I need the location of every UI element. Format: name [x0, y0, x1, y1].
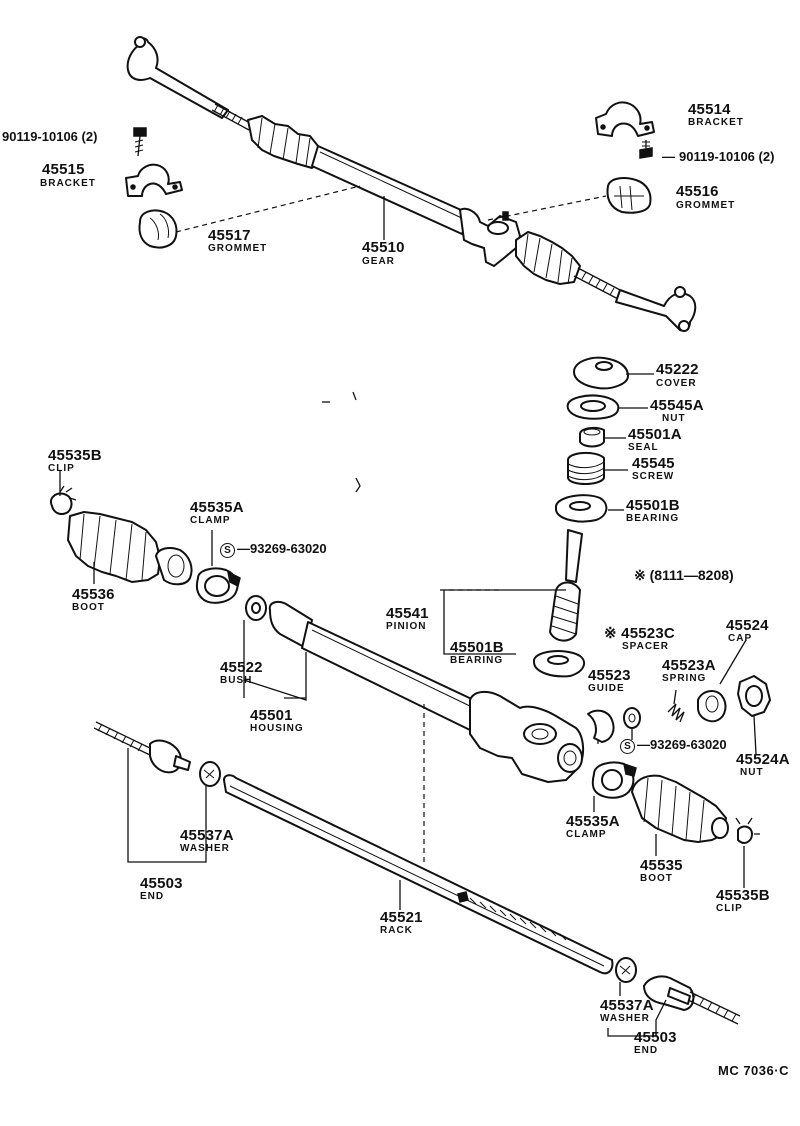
- grommet-left-drawing: [138, 209, 178, 249]
- seal-kit-1-number: 93269-63020: [250, 541, 327, 556]
- washer-left-name: WASHER: [180, 843, 230, 854]
- boot-left-number: 45536: [72, 586, 115, 603]
- spacer-mark: ※: [604, 625, 617, 642]
- grommet-left-name: GROMMET: [208, 243, 268, 254]
- housing-number: 45501: [250, 707, 293, 724]
- bracket-left-name: BRACKET: [40, 178, 96, 189]
- seal-name: SEAL: [628, 442, 659, 453]
- grommet-right-number: 45516: [676, 183, 719, 200]
- bracket-right-drawing: [595, 101, 655, 137]
- cap-name: CAP: [728, 633, 753, 644]
- bolt-left-drawing: [133, 127, 147, 157]
- pinion-name: PINION: [386, 621, 427, 632]
- bearing-upper-number: 45501B: [626, 497, 680, 514]
- date-note: ※ (8111—8208): [634, 567, 734, 583]
- nut-cap-name: NUT: [740, 767, 764, 778]
- bearing-lower-name: BEARING: [450, 655, 504, 666]
- rack-number: 45521: [380, 909, 423, 926]
- nut-pinion-number: 45545A: [650, 397, 704, 414]
- clip-left-name: CLIP: [48, 463, 75, 474]
- end-right-number: 45503: [634, 1029, 677, 1046]
- washer-left-number: 45537A: [180, 827, 234, 844]
- bolt-left-label: 90119-10106 (2): [2, 129, 98, 144]
- boot-right-name: BOOT: [640, 873, 673, 884]
- clip-right-name: CLIP: [716, 903, 743, 914]
- rack-drawing: [223, 774, 614, 975]
- clamp-left-name: CLAMP: [190, 515, 231, 526]
- seal-kit-2-symbol: S: [620, 739, 635, 754]
- grommet-right-drawing: [606, 177, 652, 214]
- figure-code: MC 7036·C: [718, 1063, 789, 1078]
- right-end-drawing: [615, 957, 741, 1025]
- bearing-upper-name: BEARING: [626, 513, 680, 524]
- bracket-right-name: BRACKET: [688, 117, 744, 128]
- right-boot-group-drawing: [591, 761, 760, 844]
- seal-kit-2-label: S—93269-63020: [620, 738, 727, 754]
- nut-pinion-name: NUT: [662, 413, 686, 424]
- nut-cap-number: 45524A: [736, 751, 790, 768]
- bracket-left-drawing: [125, 163, 183, 197]
- end-left-name: END: [140, 891, 165, 902]
- boot-right-number: 45535: [640, 857, 683, 874]
- left-end-drawing: [93, 721, 221, 787]
- gear-number: 45510: [362, 239, 405, 256]
- housing-drawing: [268, 601, 771, 783]
- guide-number: 45523: [588, 667, 631, 684]
- bearing-lower-number: 45501B: [450, 639, 504, 656]
- grommet-left-number: 45517: [208, 227, 251, 244]
- cap-number: 45524: [726, 617, 769, 634]
- washer-right-name: WASHER: [600, 1013, 650, 1024]
- spring-name: SPRING: [662, 673, 707, 684]
- seal-number: 45501A: [628, 426, 682, 443]
- seal-kit-1-symbol: S: [220, 543, 235, 558]
- clip-left-number: 45535B: [48, 447, 102, 464]
- guide-name: GUIDE: [588, 683, 625, 694]
- bolt-right-label: —90119-10106 (2): [662, 149, 775, 164]
- boot-left-name: BOOT: [72, 602, 105, 613]
- gear-assembly-drawing: [126, 36, 697, 332]
- spacer-label: ※ 45523C: [604, 626, 675, 641]
- seal-kit-2-number: 93269-63020: [650, 737, 727, 752]
- bracket-right-number: 45514: [688, 101, 731, 118]
- clamp-right-number: 45535A: [566, 813, 620, 830]
- rack-name: RACK: [380, 925, 413, 936]
- cover-name: COVER: [656, 378, 697, 389]
- screw-name: SCREW: [632, 471, 675, 482]
- spring-number: 45523A: [662, 657, 716, 674]
- cover-number: 45222: [656, 361, 699, 378]
- screw-number: 45545: [632, 455, 675, 472]
- end-right-name: END: [634, 1045, 659, 1056]
- left-boot-group-drawing: [50, 485, 267, 621]
- gear-name: GEAR: [362, 256, 395, 267]
- seal-kit-1-label: S—93269-63020: [220, 542, 327, 558]
- bolt-right-drawing: [639, 140, 653, 159]
- spacer-number: 45523C: [621, 625, 675, 642]
- grommet-right-name: GROMMET: [676, 200, 736, 211]
- clamp-left-number: 45535A: [190, 499, 244, 516]
- pinion-stack-drawing: [533, 356, 629, 678]
- bolt-right-number: 90119-10106 (2): [679, 149, 775, 164]
- bush-name: BUSH: [220, 675, 253, 686]
- housing-name: HOUSING: [250, 723, 304, 734]
- bush-number: 45522: [220, 659, 263, 676]
- pinion-number: 45541: [386, 605, 429, 622]
- washer-right-number: 45537A: [600, 997, 654, 1014]
- end-left-number: 45503: [140, 875, 183, 892]
- clamp-right-name: CLAMP: [566, 829, 607, 840]
- clip-right-number: 45535B: [716, 887, 770, 904]
- bracket-left-number: 45515: [42, 161, 85, 178]
- spacer-name: SPACER: [622, 641, 669, 652]
